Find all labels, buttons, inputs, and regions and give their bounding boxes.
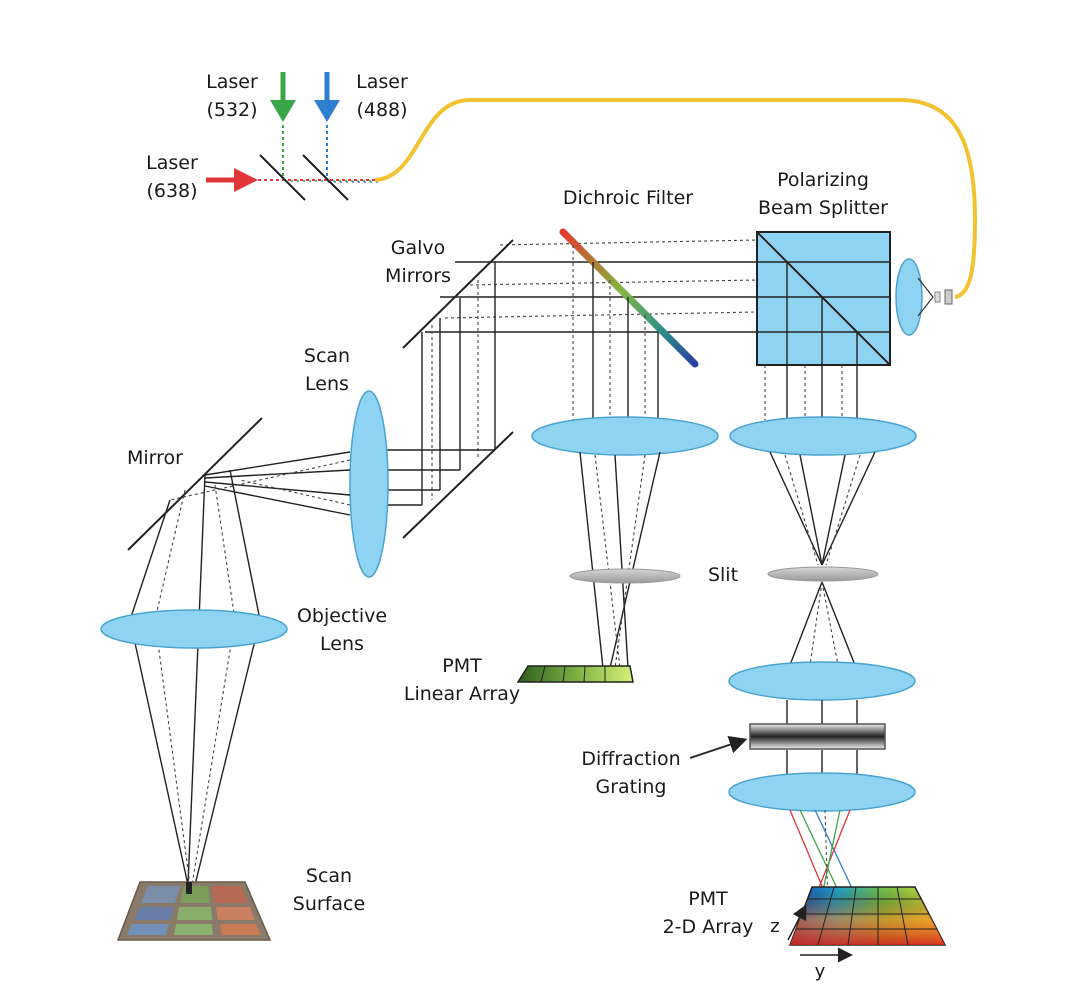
label-pmt-2d-array: PMT 2-D Array: [663, 888, 754, 938]
label-galvo-line1: Galvo: [391, 237, 446, 259]
label-pmt-linear-array: PMT Linear Array: [404, 655, 520, 705]
label-grating-line2: Grating: [595, 776, 666, 798]
label-laser-532-line1: Laser: [206, 71, 258, 93]
label-galvo-line2: Mirrors: [385, 265, 451, 287]
label-objective-line2: Lens: [320, 633, 364, 655]
laser-sources: [206, 72, 378, 201]
label-scan-surface-line2: Surface: [293, 893, 365, 915]
galvo-mirrors: [402, 239, 514, 539]
label-laser-638-line1: Laser: [146, 152, 198, 174]
label-axis-y: y: [815, 961, 826, 982]
fiber-collimator-icon: [895, 258, 953, 336]
grating-pointer-arrow: [689, 736, 748, 759]
fold-mirror: [127, 417, 263, 886]
polarizing-beam-splitter: [756, 231, 891, 366]
label-laser-488-line1: Laser: [356, 71, 408, 93]
label-scan-surface: Scan Surface: [293, 865, 365, 915]
label-scan-lens-line2: Lens: [305, 373, 349, 395]
label-pbs-line2: Beam Splitter: [758, 197, 888, 219]
label-scan-lens-line1: Scan: [304, 345, 350, 367]
label-diffraction-grating: Diffraction Grating: [581, 748, 680, 798]
laser-488-arrow-icon: [314, 72, 340, 122]
scan-lens: [169, 390, 495, 578]
linear-array-branch: [516, 245, 719, 683]
laser-532-arrow-icon: [270, 72, 296, 122]
label-laser-488: Laser (488): [356, 71, 408, 121]
label-objective-line1: Objective: [297, 605, 387, 627]
scan-surface: [116, 881, 272, 941]
laser-638-arrow-icon: [206, 168, 258, 192]
optical-fiber: [374, 98, 978, 299]
label-pbs-line1: Polarizing: [777, 169, 869, 191]
dichroic-filter: [559, 228, 699, 368]
label-polarizing-beam-splitter: Polarizing Beam Splitter: [758, 169, 888, 219]
label-grating-line1: Diffraction: [581, 748, 680, 770]
pmt-2d-array-icon: [788, 886, 947, 946]
label-dichroic-filter: Dichroic Filter: [563, 187, 693, 209]
beam-lines-top: [425, 239, 758, 333]
pmt-linear-array-icon: [516, 665, 634, 683]
label-pmt-linear-line2: Linear Array: [404, 683, 520, 705]
label-objective-lens: Objective Lens: [297, 605, 387, 655]
objective-lens: [100, 609, 288, 649]
diffraction-grating-icon: [749, 723, 886, 750]
spectral-branch: [728, 365, 947, 963]
label-mirror: Mirror: [127, 447, 183, 469]
label-axis-z: z: [770, 916, 779, 937]
label-laser-638-line2: (638): [146, 180, 197, 202]
z-axis-arrow: [787, 904, 807, 941]
label-laser-638: Laser (638): [146, 152, 198, 202]
label-pmt-2d-line1: PMT: [688, 888, 728, 910]
label-pmt-linear-line1: PMT: [442, 655, 482, 677]
label-scan-surface-line1: Scan: [306, 865, 352, 887]
label-laser-488-line2: (488): [356, 99, 407, 121]
label-galvo-mirrors: Galvo Mirrors: [385, 237, 451, 287]
label-pmt-2d-line2: 2-D Array: [663, 916, 754, 938]
label-laser-532-line2: (532): [206, 99, 257, 121]
label-scan-lens: Scan Lens: [304, 345, 350, 395]
label-slit: Slit: [708, 564, 738, 586]
label-laser-532: Laser (532): [206, 71, 258, 121]
